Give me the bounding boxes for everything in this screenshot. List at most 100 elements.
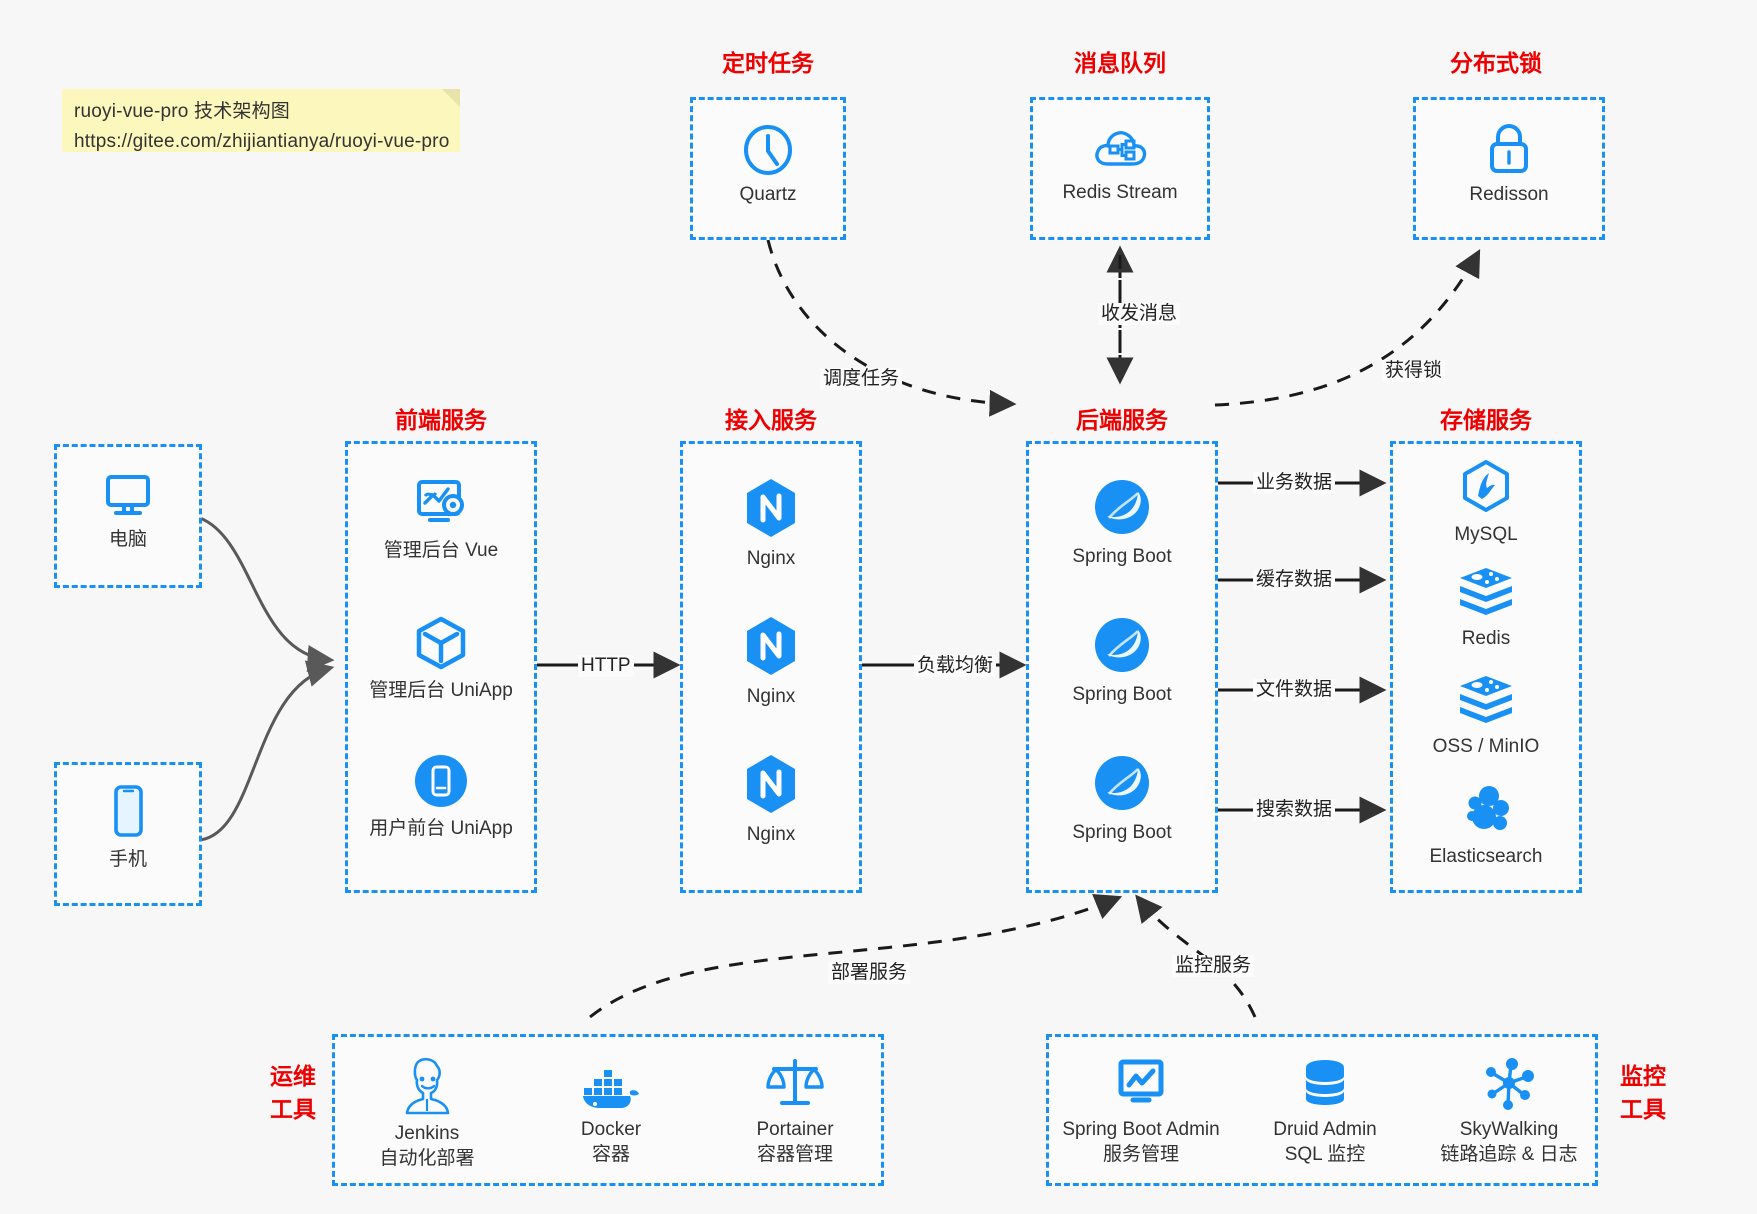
group-title-monitor-line1: 监控 bbox=[1620, 1063, 1666, 1089]
node-label: Redis Stream bbox=[1062, 182, 1178, 203]
node-label: Quartz bbox=[739, 184, 797, 205]
mobile-app-icon bbox=[348, 752, 534, 810]
edge-label-business-data: 业务数据 bbox=[1253, 472, 1336, 494]
mobile-phone-icon bbox=[57, 783, 199, 841]
docker-whale-icon bbox=[519, 1063, 703, 1111]
node-admin-uniapp[interactable]: 管理后台 UniApp bbox=[348, 614, 534, 703]
nginx-icon bbox=[683, 476, 859, 540]
node-redis-stream[interactable]: Redis Stream bbox=[1033, 124, 1207, 205]
dashboard-monitor-icon bbox=[348, 476, 534, 532]
node-nginx-3[interactable]: Nginx bbox=[683, 752, 859, 847]
group-title-lock: 分布式锁 bbox=[1450, 50, 1542, 76]
group-box-storage: MySQL Redis bbox=[1390, 441, 1582, 893]
clock-icon bbox=[693, 124, 843, 176]
node-label: Spring Boot bbox=[1072, 684, 1172, 705]
database-stack-icon bbox=[1233, 1057, 1417, 1111]
node-docker[interactable]: Docker 容器 bbox=[519, 1063, 703, 1167]
node-label: Redisson bbox=[1469, 184, 1549, 205]
cloud-stream-icon bbox=[1033, 124, 1207, 174]
node-admin-vue[interactable]: 管理后台 Vue bbox=[348, 476, 534, 563]
node-label: Redis bbox=[1461, 628, 1511, 649]
node-label: 管理后台 UniApp bbox=[369, 680, 513, 701]
group-title-devops: 运维 工具 bbox=[258, 1060, 328, 1126]
node-mysql[interactable]: MySQL bbox=[1393, 458, 1579, 547]
node-user-uniapp[interactable]: 用户前台 UniApp bbox=[348, 752, 534, 841]
node-label: 用户前台 UniApp bbox=[369, 818, 513, 839]
redis-icon bbox=[1393, 674, 1579, 728]
group-title-monitor: 监控 工具 bbox=[1608, 1060, 1678, 1126]
jenkins-butler-icon bbox=[335, 1055, 519, 1115]
group-title-devops-line2: 工具 bbox=[270, 1096, 316, 1122]
group-title-storage: 存储服务 bbox=[1440, 407, 1532, 433]
group-title-gateway: 接入服务 bbox=[725, 407, 817, 433]
node-druid-admin[interactable]: Druid Admin SQL 监控 bbox=[1233, 1057, 1417, 1167]
node-label: Spring Boot bbox=[1072, 546, 1172, 567]
node-nginx-2[interactable]: Nginx bbox=[683, 614, 859, 709]
nginx-icon bbox=[683, 752, 859, 816]
padlock-icon bbox=[1416, 122, 1602, 176]
group-title-monitor-line2: 工具 bbox=[1620, 1096, 1666, 1122]
node-label: Portainer bbox=[756, 1119, 834, 1140]
node-nginx-1[interactable]: Nginx bbox=[683, 476, 859, 571]
node-spring-boot-3[interactable]: Spring Boot bbox=[1029, 752, 1215, 845]
node-redisson[interactable]: Redisson bbox=[1416, 122, 1602, 207]
node-label: Druid Admin bbox=[1273, 1119, 1377, 1140]
group-box-monitor: Spring Boot Admin 服务管理 Druid Admin SQL 监… bbox=[1046, 1034, 1598, 1186]
group-box-mq: Redis Stream bbox=[1030, 97, 1210, 240]
edge-label-http: HTTP bbox=[578, 655, 634, 677]
node-skywalking[interactable]: SkyWalking 链路追踪 & 日志 bbox=[1417, 1057, 1601, 1167]
node-spring-boot-1[interactable]: Spring Boot bbox=[1029, 476, 1215, 569]
edge-label-deploy-service: 部署服务 bbox=[828, 962, 911, 984]
node-spring-boot-admin[interactable]: Spring Boot Admin 服务管理 bbox=[1049, 1057, 1233, 1167]
node-sublabel: 链路追踪 & 日志 bbox=[1440, 1144, 1578, 1165]
node-sublabel: SQL 监控 bbox=[1284, 1144, 1366, 1165]
node-label: MySQL bbox=[1454, 524, 1518, 545]
node-oss-minio[interactable]: OSS / MinIO bbox=[1393, 674, 1579, 759]
note-fold-corner bbox=[442, 89, 460, 107]
monitor-chart-icon bbox=[1049, 1057, 1233, 1111]
nginx-icon bbox=[683, 614, 859, 678]
node-label: Nginx bbox=[746, 686, 796, 707]
edge-label-monitor-service: 监控服务 bbox=[1172, 955, 1255, 977]
group-box-backend: Spring Boot Spring Boot Spring Boot bbox=[1026, 441, 1218, 893]
node-jenkins[interactable]: Jenkins 自动化部署 bbox=[335, 1055, 519, 1171]
redis-icon bbox=[1393, 566, 1579, 620]
node-sublabel: 自动化部署 bbox=[379, 1148, 475, 1169]
node-label: Nginx bbox=[746, 824, 796, 845]
node-label: Spring Boot bbox=[1072, 822, 1172, 843]
node-quartz[interactable]: Quartz bbox=[693, 124, 843, 207]
group-box-devops: Jenkins 自动化部署 bbox=[332, 1034, 884, 1186]
node-spring-boot-2[interactable]: Spring Boot bbox=[1029, 614, 1215, 707]
note-url: https://gitee.com/zhijiantianya/ruoyi-vu… bbox=[74, 131, 450, 152]
spring-boot-icon bbox=[1029, 752, 1215, 814]
group-title-mq: 消息队列 bbox=[1074, 50, 1166, 76]
node-label: 手机 bbox=[108, 849, 147, 870]
spring-boot-icon bbox=[1029, 614, 1215, 676]
node-sublabel: 服务管理 bbox=[1102, 1144, 1179, 1165]
node-label: 管理后台 Vue bbox=[383, 540, 499, 561]
client-box-phone: 手机 bbox=[54, 762, 202, 906]
edge-label-search-data: 搜索数据 bbox=[1253, 799, 1336, 821]
node-label: Spring Boot Admin bbox=[1062, 1119, 1220, 1140]
group-title-frontend: 前端服务 bbox=[395, 407, 487, 433]
diagram-note: ruoyi-vue-pro 技术架构图 https://gitee.com/zh… bbox=[62, 89, 460, 152]
node-sublabel: 容器 bbox=[591, 1144, 630, 1165]
node-computer[interactable]: 电脑 bbox=[57, 469, 199, 552]
group-title-devops-line1: 运维 bbox=[270, 1063, 316, 1089]
edge-label-file-data: 文件数据 bbox=[1253, 679, 1336, 701]
node-label: SkyWalking bbox=[1459, 1119, 1559, 1140]
group-box-frontend: 管理后台 Vue 管理后台 UniApp 用户前台 UniApp bbox=[345, 441, 537, 893]
node-portainer[interactable]: Portainer 容器管理 bbox=[703, 1057, 887, 1167]
node-label: Nginx bbox=[746, 548, 796, 569]
group-title-scheduler: 定时任务 bbox=[722, 50, 814, 76]
node-label: OSS / MinIO bbox=[1432, 736, 1540, 757]
skywalking-node-icon bbox=[1417, 1057, 1601, 1111]
edge-label-acquire-lock: 获得锁 bbox=[1382, 360, 1446, 382]
edge-label-send-receive-message: 收发消息 bbox=[1098, 303, 1181, 325]
node-redis[interactable]: Redis bbox=[1393, 566, 1579, 651]
edge-label-load-balance: 负载均衡 bbox=[914, 655, 997, 677]
node-phone[interactable]: 手机 bbox=[57, 783, 199, 872]
node-elasticsearch[interactable]: Elasticsearch bbox=[1393, 782, 1579, 869]
desktop-computer-icon bbox=[57, 469, 199, 521]
